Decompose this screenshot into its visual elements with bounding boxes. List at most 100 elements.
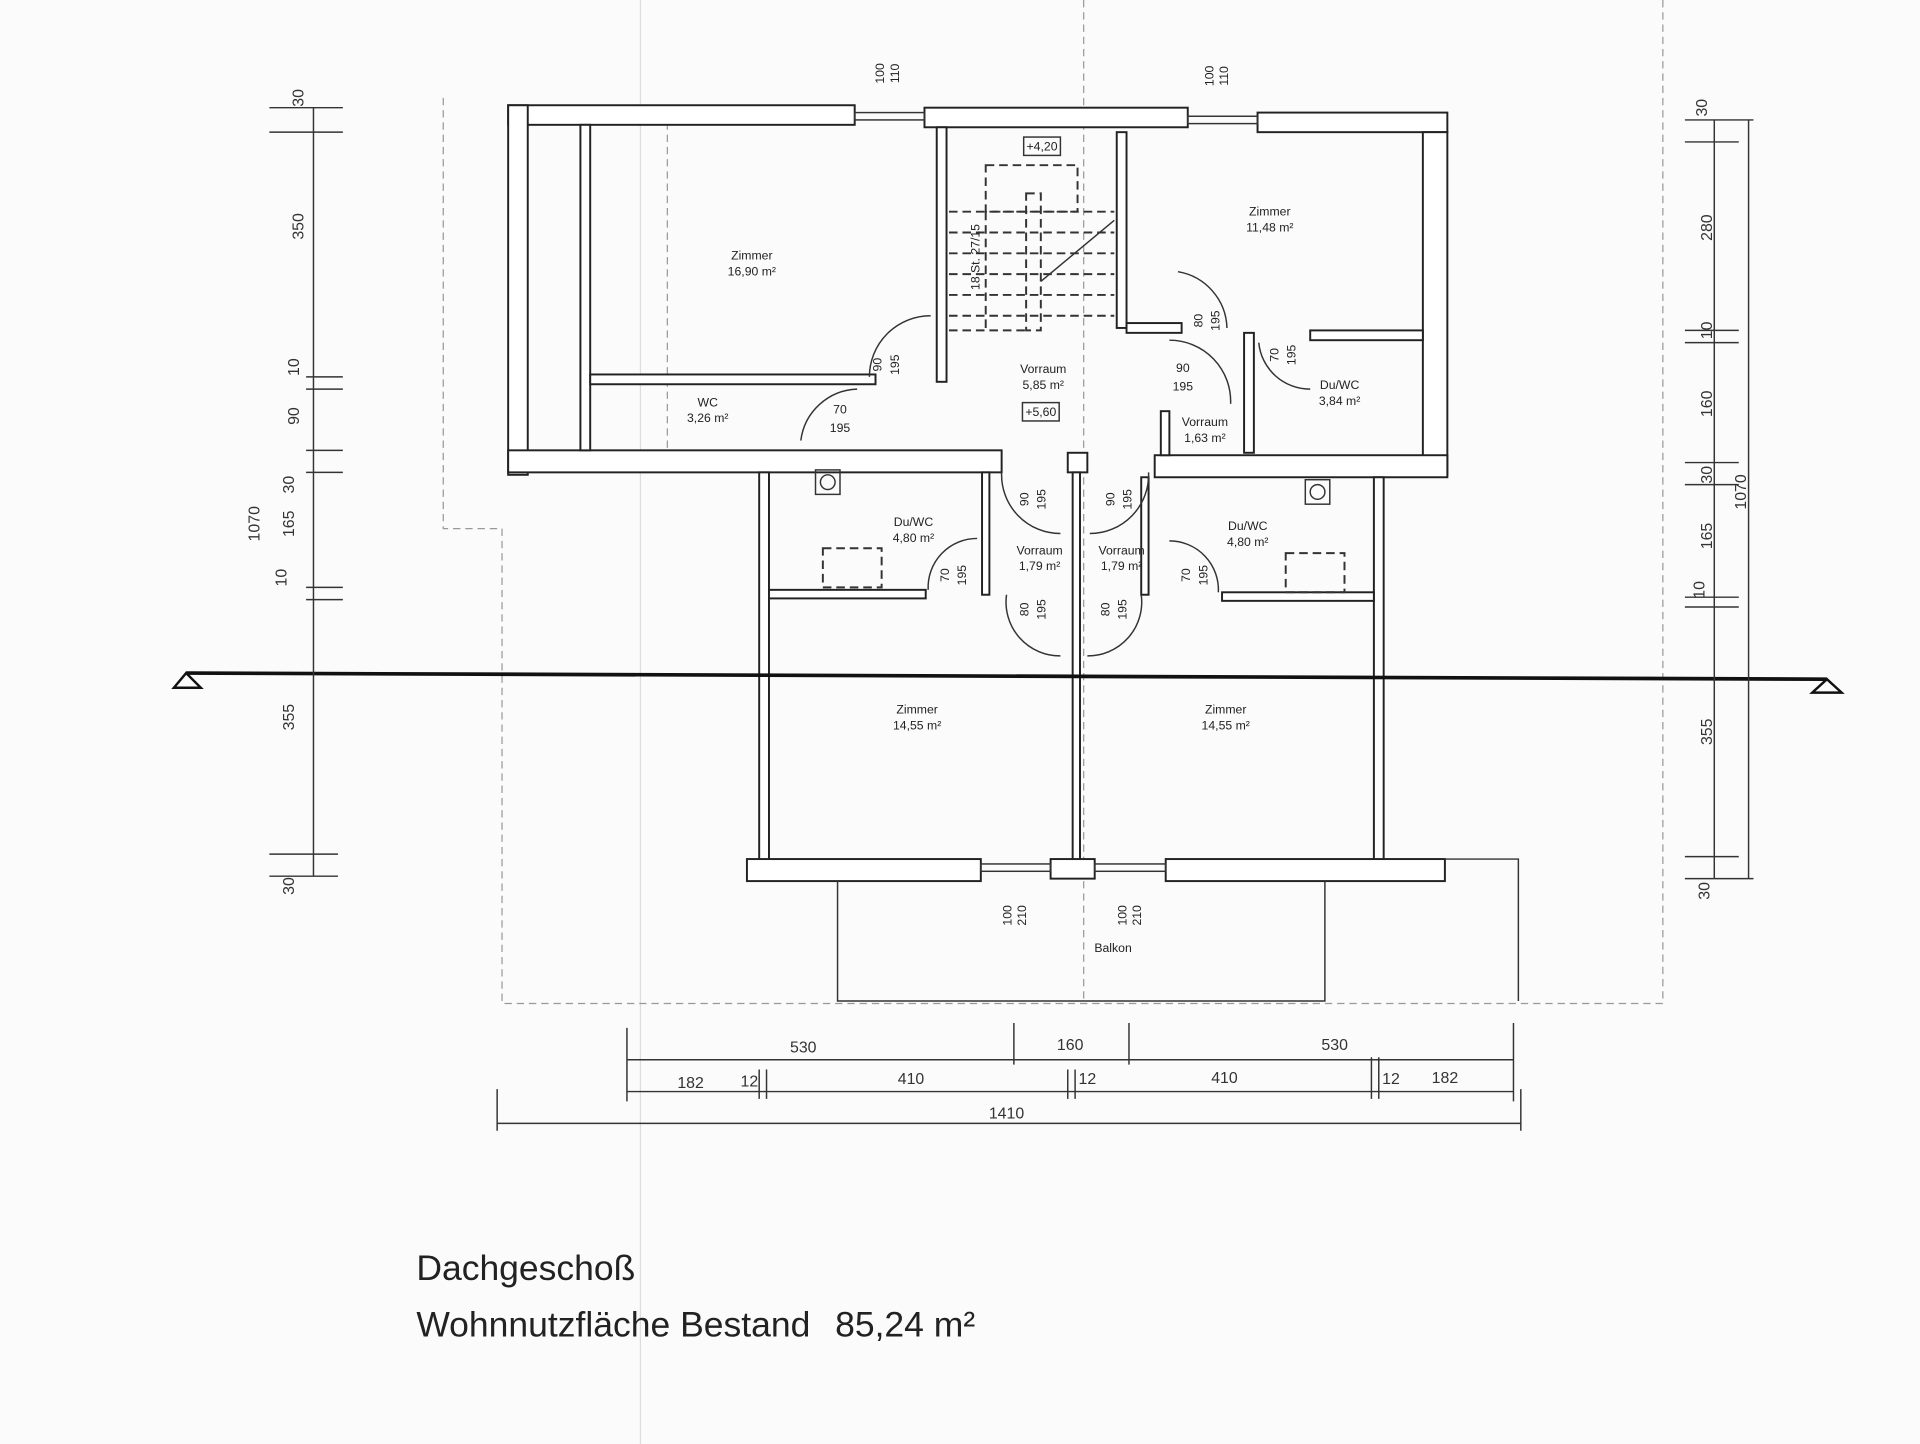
level-badge — [1022, 136, 1062, 157]
room-name: WC — [698, 395, 719, 409]
dimension-right: 280 — [1699, 214, 1716, 241]
door-width: 80 — [1098, 602, 1112, 616]
room-area: 1,79 m² — [1019, 559, 1060, 573]
room-area: 11,48 m² — [1246, 220, 1293, 234]
level-badge — [1021, 401, 1060, 422]
door-height: 195 — [1035, 599, 1049, 620]
door-width: 90 — [1018, 492, 1032, 506]
dimension-left: 355 — [281, 704, 298, 731]
window-height: 210 — [1015, 905, 1029, 926]
dimension-total: 1410 — [989, 1105, 1025, 1122]
dimension-bottom: 410 — [1211, 1070, 1238, 1087]
room-area: 3,84 m² — [1319, 394, 1360, 408]
level-mark: +4,20 — [1027, 140, 1058, 154]
door-height: 195 — [1285, 344, 1299, 365]
door-height: 195 — [1173, 379, 1194, 393]
ghost-outline — [442, 0, 1664, 1005]
window-width: 100 — [1116, 905, 1130, 926]
window-height: 110 — [888, 63, 902, 83]
room-name: Vorraum — [1099, 543, 1145, 557]
door-width: 70 — [833, 403, 847, 417]
door-width: 90 — [1176, 361, 1190, 375]
chimneys — [814, 469, 1346, 594]
door-height: 195 — [1209, 310, 1223, 331]
room-name: Zimmer — [1205, 702, 1246, 716]
walls — [507, 104, 1449, 883]
dimension-right: 30 — [1699, 466, 1716, 484]
dimension-bottom: 12 — [1382, 1071, 1400, 1088]
dimension-left: 350 — [291, 213, 308, 240]
door-width: 80 — [1191, 314, 1205, 328]
dimension-left: 90 — [286, 407, 303, 425]
section-line — [171, 671, 1845, 694]
title-line-2-label: Wohnnutzfläche Bestand — [416, 1304, 810, 1344]
door-height: 195 — [888, 354, 902, 375]
balcony — [836, 858, 1520, 1002]
room-name: Vorraum — [1016, 543, 1062, 557]
staircase — [948, 164, 1115, 332]
door-height: 195 — [1196, 565, 1210, 586]
door-width: 80 — [1018, 602, 1032, 616]
door-width: 90 — [1103, 492, 1117, 506]
door-height: 195 — [1035, 489, 1049, 510]
window-width: 100 — [873, 63, 887, 84]
window-height: 210 — [1130, 905, 1144, 926]
door-height: 195 — [955, 565, 969, 586]
door-height: 195 — [1116, 599, 1130, 620]
room-name: Vorraum — [1182, 415, 1228, 429]
windows — [853, 111, 1259, 873]
dimension-lines — [269, 106, 1754, 1131]
dimension-right: 30 — [1694, 99, 1711, 117]
dimension-left: 30 — [291, 89, 308, 107]
room-area: 5,85 m² — [1023, 378, 1064, 392]
room-name: Zimmer — [731, 248, 772, 262]
window-width: 100 — [1202, 65, 1216, 86]
dimension-left: 165 — [281, 510, 298, 537]
dimension-right: 30 — [1696, 882, 1713, 900]
room-name: Zimmer — [896, 702, 937, 716]
title-line-1: Dachgeschoß — [416, 1248, 635, 1288]
level-mark: +5,60 — [1025, 405, 1056, 419]
door-height: 195 — [1120, 489, 1134, 510]
dimension-right: 10 — [1691, 581, 1708, 599]
dimension-left: 30 — [281, 877, 298, 895]
dimension-left: 10 — [274, 569, 291, 587]
dimension-right: 165 — [1699, 523, 1716, 550]
dimension-right: 10 — [1699, 321, 1716, 339]
room-area: 16,90 m² — [728, 264, 776, 278]
dimension-right: 1070 — [1733, 474, 1750, 510]
room-name: Balkon — [1094, 941, 1132, 955]
dimension-left: 30 — [281, 476, 298, 494]
door-width: 90 — [871, 358, 885, 372]
room-name: Vorraum — [1020, 362, 1066, 376]
dimension-bottom: 182 — [1432, 1070, 1459, 1087]
door-swings — [800, 270, 1311, 657]
stair-label: 18 St. 27/15 — [969, 224, 983, 290]
room-area: 4,80 m² — [1227, 535, 1268, 549]
room-area: 3,26 m² — [687, 411, 728, 425]
room-area: 4,80 m² — [893, 531, 934, 545]
dimension-bottom: 12 — [1078, 1071, 1096, 1088]
title-line-2-value: 85,24 m² — [835, 1304, 975, 1344]
room-name: Du/WC — [894, 515, 934, 529]
room-area: 1,79 m² — [1101, 559, 1142, 573]
window-width: 100 — [1000, 905, 1014, 926]
dimension-left: 10 — [286, 358, 303, 376]
door-height: 195 — [830, 421, 851, 435]
room-area: 14,55 m² — [1202, 718, 1250, 732]
room-area: 14,55 m² — [893, 718, 941, 732]
dimension-bottom: 530 — [1321, 1037, 1348, 1054]
dimension-bottom: 182 — [677, 1075, 704, 1092]
dimension-right: 355 — [1699, 718, 1716, 745]
door-width: 70 — [1179, 568, 1193, 582]
window-height: 110 — [1217, 66, 1231, 86]
room-name: Du/WC — [1228, 519, 1268, 533]
dimension-bottom: 12 — [741, 1074, 759, 1091]
dimension-left: 1070 — [247, 506, 264, 542]
door-width: 70 — [1267, 348, 1281, 362]
room-name: Du/WC — [1320, 378, 1360, 392]
room-area: 1,63 m² — [1184, 431, 1225, 445]
door-width: 70 — [938, 568, 952, 582]
dimension-bottom: 410 — [898, 1071, 925, 1088]
